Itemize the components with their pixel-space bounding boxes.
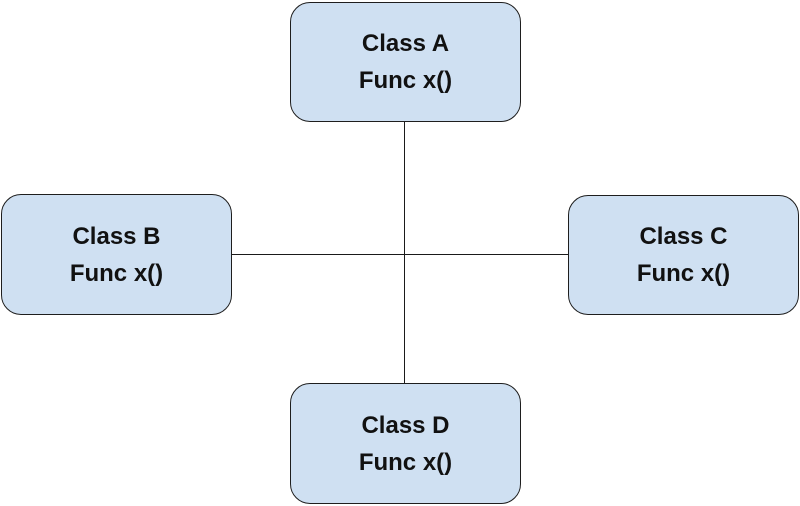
class-d-node: Class D Func x()	[290, 383, 521, 504]
class-c-node: Class C Func x()	[568, 195, 799, 315]
class-d-func: Func x()	[358, 448, 453, 476]
class-b-name: Class B	[72, 222, 161, 250]
class-a-func: Func x()	[358, 67, 453, 94]
class-b-func: Func x()	[69, 259, 164, 287]
connector-b-c	[232, 254, 569, 255]
class-c-func: Func x()	[636, 260, 731, 287]
class-a-name: Class A	[361, 30, 450, 57]
class-d-name: Class D	[361, 411, 450, 439]
connector-a-d	[404, 122, 405, 384]
class-c-name: Class C	[639, 223, 728, 250]
class-b-node: Class B Func x()	[1, 194, 232, 315]
class-a-node: Class A Func x()	[290, 2, 521, 122]
